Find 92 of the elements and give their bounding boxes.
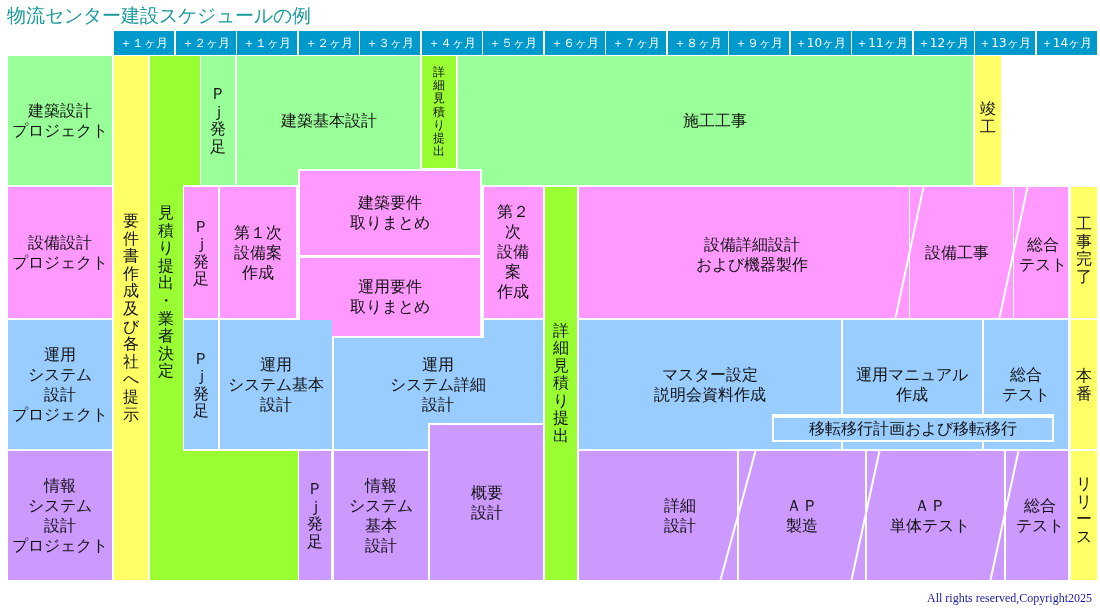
schedule-block [430,425,543,580]
task-label: 第２次設備案作成 [497,202,529,302]
month-header: ＋２ヶ月 [175,31,236,55]
schedule-block [150,56,183,580]
schedule-block [1014,187,1068,318]
schedule-block [8,320,112,449]
schedule-block [1006,451,1068,580]
month-header: ＋13ヶ月 [975,31,1035,55]
schedule-block [975,56,1001,185]
task-label: 情報システム基本設計 [349,476,413,556]
task-label: 概要設計 [471,483,503,523]
task-label: 詳細見積り提出 [433,65,445,159]
schedule-block [910,187,1013,318]
schedule-block [183,451,331,580]
month-header: ＋６ヶ月 [544,31,605,55]
schedule-block [867,451,1004,580]
task-label: ＡＰ単体テスト [890,496,970,536]
month-header: ＋５ヶ月 [483,31,543,55]
schedule-block [458,56,973,185]
task-label: リリース [1076,474,1092,546]
task-label: 見積り提出・業者決定 [158,204,174,380]
task-label: 総合テスト [1016,496,1064,536]
schedule-block [1071,451,1097,580]
task-label: 総合テスト [1002,365,1050,405]
schedule-block [220,187,296,318]
schedule-block [545,187,577,580]
task-label: ＡＰ製造 [786,496,818,536]
task-label: 運用システム設計プロジェクト [12,344,108,425]
task-label: 情報システム設計プロジェクト [12,475,108,556]
schedule-block [8,56,112,185]
schedule-block [579,187,909,318]
schedule-block [184,320,218,449]
diagram-title: 物流センター建設スケジュールの例 [7,3,311,28]
schedule-block [1071,187,1097,318]
schedule-block [8,187,112,318]
task-label: 設備詳細設計および機器製作 [696,235,808,275]
schedule-block [579,451,737,580]
schedule-block [772,416,1054,442]
task-label: 要件書作成及び各社へ提示 [123,212,139,424]
schedule-block [220,320,332,449]
schedule-block [579,320,841,414]
schedule-block [334,423,428,580]
month-header: ＋12ヶ月 [913,31,974,55]
schedule-block [184,187,218,318]
schedule-block [422,56,456,168]
copyright-note: All rights reserved,Copyright2025 [927,591,1092,606]
schedule-block [334,338,543,423]
task-label: 詳細設計 [664,496,696,536]
schedule-block [984,320,1068,414]
schedule-block [739,451,865,580]
task-label: 工事完了 [1076,214,1092,286]
task-label: 本番 [1076,367,1092,403]
task-label: 竣工 [980,100,996,136]
task-label: マスター設定説明会資料作成 [654,365,766,405]
task-label: 建築設計プロジェクト [12,100,108,141]
task-label: 施工工事 [683,111,747,131]
task-label: 建築要件取りまとめ [350,193,430,233]
schedule-block [843,320,982,414]
task-label: Ｐｊ発足 [193,349,209,420]
month-header: ＋11ヶ月 [852,31,912,55]
schedule-block [1071,320,1097,449]
task-label: 建築基本設計 [280,110,377,131]
schedule-block [237,56,420,185]
month-header: ＋１ヶ月 [237,31,297,55]
schedule-block [298,256,482,338]
task-label: 総合テスト [1019,235,1067,275]
task-label: 運用システム詳細設計 [390,355,486,415]
schedule-block [183,56,235,185]
month-header: ＋４ヶ月 [421,31,482,55]
task-label: 設備工事 [925,243,989,263]
task-label: 詳細見積り提出 [553,321,569,446]
month-header: ＋９ヶ月 [729,31,789,55]
month-header: ＋３ヶ月 [360,31,420,55]
task-label: 移転移行計画および移転移行 [809,419,1017,439]
month-header: ＋14ヶ月 [1036,31,1097,55]
task-label: 運用要件取りまとめ [350,277,430,317]
task-label: 運用マニュアル作成 [856,365,968,405]
task-label: 運用システム基本設計 [228,354,324,415]
schedule-block [484,187,543,338]
month-header: ＋10ヶ月 [790,31,851,55]
month-header: ＋７ヶ月 [606,31,666,55]
month-header: ＋２ヶ月 [298,31,359,55]
task-label: Ｐｊ発足 [307,479,323,551]
schedule-block [8,451,112,580]
task-label: Ｐｊ発足 [210,84,226,156]
schedule-block [298,169,482,257]
month-header: ＋８ヶ月 [667,31,728,55]
month-header: ＋１ヶ月 [114,31,174,55]
task-label: 第１次設備案作成 [234,222,282,283]
schedule-block [114,56,148,580]
task-label: 設備設計プロジェクト [12,232,108,273]
task-label: Ｐｊ発足 [193,217,209,288]
